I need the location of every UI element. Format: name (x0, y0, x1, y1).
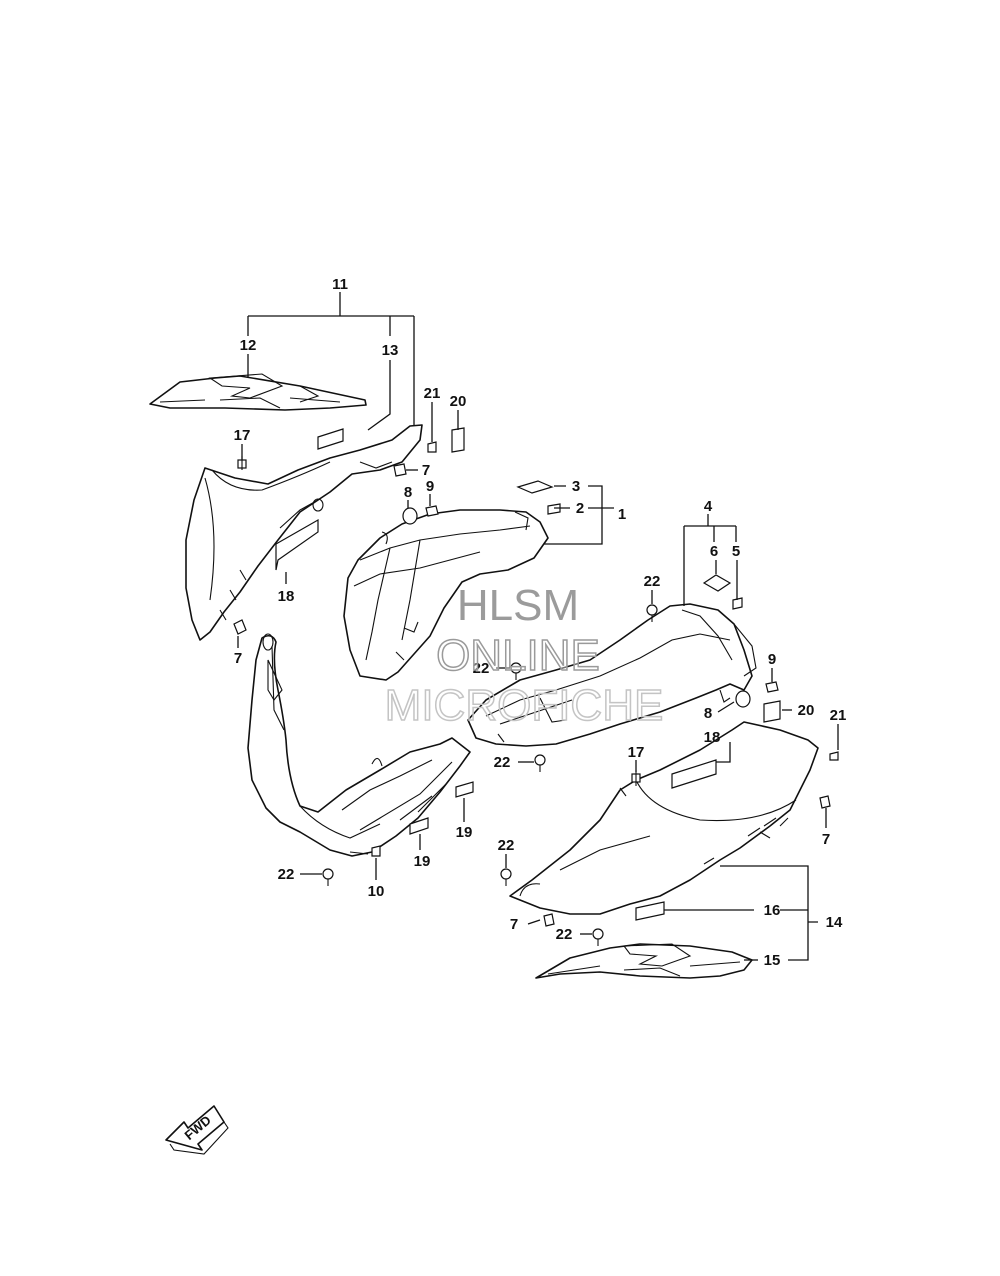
grommet-8a (402, 507, 418, 525)
bolt-9a (425, 505, 439, 517)
rivet-22f (592, 928, 604, 946)
rivet-22e (500, 868, 512, 886)
label-19b (409, 817, 429, 835)
callout-21: 21 (424, 385, 441, 402)
callout-numbers: 11 12 13 21 20 17 7 8 9 3 2 1 18 7 4 6 5… (234, 276, 847, 969)
callout-9: 9 (768, 651, 776, 668)
callout-11: 11 (332, 276, 348, 293)
callout-22: 22 (494, 754, 511, 771)
nut-7c (819, 795, 831, 809)
callout-12: 12 (240, 337, 257, 354)
forward-direction-arrow: FWD (165, 1105, 229, 1155)
callout-8: 8 (704, 705, 712, 722)
callout-20: 20 (798, 702, 815, 719)
rivet-22a (646, 604, 658, 622)
callout-10: 10 (368, 883, 385, 900)
label-5 (732, 597, 743, 610)
callout-22: 22 (278, 866, 295, 883)
label-16 (635, 901, 665, 921)
leader-lines (237, 292, 839, 961)
callout-4: 4 (704, 498, 713, 515)
callout-17: 17 (628, 744, 645, 761)
label-2 (547, 503, 561, 515)
callout-15: 15 (764, 952, 781, 969)
label-19a (455, 781, 474, 798)
label-20a (451, 427, 465, 453)
rivet-22c (534, 754, 546, 772)
callout-17: 17 (234, 427, 251, 444)
cap-21b (829, 751, 839, 761)
callout-18: 18 (704, 729, 721, 746)
callout-7: 7 (422, 462, 430, 479)
callout-19: 19 (456, 824, 473, 841)
right-lower-cowl (509, 721, 819, 915)
clip-10 (371, 845, 381, 857)
callout-22: 22 (556, 926, 573, 943)
callout-18: 18 (278, 588, 295, 605)
callout-22: 22 (473, 660, 490, 677)
label-3 (516, 480, 554, 494)
callout-2: 2 (576, 500, 584, 517)
label-13 (317, 428, 344, 450)
label-18a (275, 518, 319, 571)
callout-3: 3 (572, 478, 580, 495)
callout-9: 9 (426, 478, 434, 495)
watermark-line-3: MICROFICHE (385, 681, 664, 730)
rivet-22b (510, 662, 522, 680)
callout-21: 21 (830, 707, 847, 724)
nut-7d (543, 913, 555, 927)
label-6 (702, 574, 732, 592)
bolt-9b (765, 681, 779, 693)
decal-15 (535, 943, 753, 979)
callout-14: 14 (826, 914, 843, 931)
callout-19: 19 (414, 853, 431, 870)
callout-7: 7 (822, 831, 830, 848)
center-inner-panel (343, 509, 549, 681)
callout-22: 22 (644, 573, 661, 590)
callout-7: 7 (510, 916, 518, 933)
right-inner-panel (467, 603, 757, 747)
callout-16: 16 (764, 902, 781, 919)
rivet-22d (322, 868, 334, 886)
watermark-line-1: HLSM (457, 581, 579, 630)
callout-7: 7 (234, 650, 242, 667)
grommet-8b (735, 690, 751, 708)
label-20b (763, 700, 781, 723)
cap-21a (427, 441, 437, 453)
callout-6: 6 (710, 543, 718, 560)
left-upper-cowl (185, 424, 423, 641)
callout-1: 1 (618, 506, 626, 523)
callout-8: 8 (404, 484, 412, 501)
callout-20: 20 (450, 393, 467, 410)
callout-22: 22 (498, 837, 515, 854)
watermark: HLSM ONLINE MICROFICHE (384, 581, 664, 731)
screw-17b (631, 770, 641, 786)
watermark-line-2: ONLINE (436, 631, 600, 680)
label-18b (671, 759, 717, 789)
decal-12 (149, 373, 367, 411)
callout-13: 13 (382, 342, 399, 359)
left-lower-cowl (247, 633, 471, 857)
callout-5: 5 (732, 543, 740, 560)
nut-7a (393, 463, 407, 477)
nut-7b (233, 619, 247, 635)
